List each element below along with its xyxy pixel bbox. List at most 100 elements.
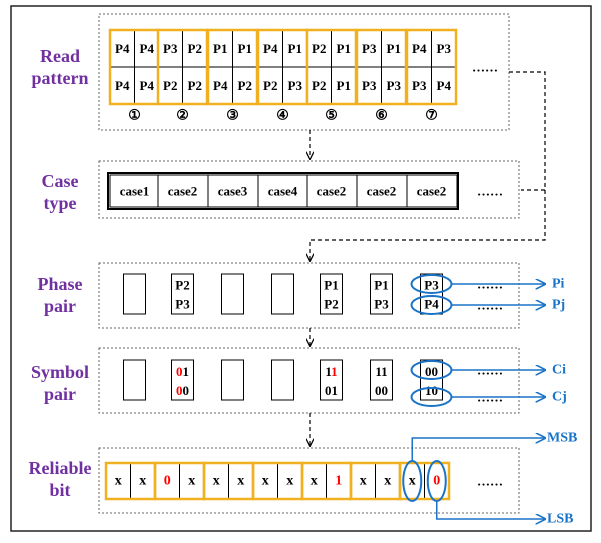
bit-value: x [262,474,269,489]
flow-arrow [310,190,546,261]
bit-value: x [409,474,416,489]
symbol-pair-digit: 0 [176,364,183,379]
symbol-pair-value: 01 [176,364,189,379]
symbol-pair-box [123,359,146,401]
read-group-number: ③ [226,109,239,124]
case-label: case4 [268,184,298,199]
lsb-label: LSB [547,512,573,527]
read-value: P1 [387,41,401,56]
read-value: P2 [188,41,202,56]
ellipsis: …… [472,60,498,75]
bit-value: x [311,474,318,489]
symbol-pair-box [320,359,343,401]
phase-pair-box [221,273,244,315]
flow-connector [509,71,546,191]
symbol-pair-digit: 0 [425,364,432,379]
symbol-pair-digit: 0 [176,383,183,398]
panel-symbol-pair [98,347,520,414]
ellipsis: …… [477,474,503,489]
symbol-pair-digit: 0 [432,364,439,379]
label-line: Case [41,171,79,191]
read-group-border [405,28,458,106]
label-symbol-pair: Symbol pair [14,361,106,405]
bit-value: x [115,474,122,489]
lsb-arrow [436,501,545,519]
symbol-pair-value: 00 [375,383,388,398]
symbol-pair-digit: 0 [432,383,439,398]
label-reliable-bit: Reliable bit [14,457,106,501]
label-line: Read [40,46,80,66]
read-value: P1 [337,78,351,93]
read-value: P1 [213,41,227,56]
bit-value: x [237,474,244,489]
case-box [207,174,259,208]
symbol-pair-digit: 0 [183,383,190,398]
panel-case-type [98,160,520,219]
phase-pair-box [271,273,294,315]
case-box [157,174,209,208]
symbol-pair-digit: 0 [382,383,389,398]
label-line: Symbol [30,362,90,382]
symbol-pair-digit: 0 [375,383,382,398]
label-line: bit [49,480,71,500]
symbol-pair-value: 11 [375,364,387,379]
symbol-pair-value: 10 [425,383,438,398]
phase-pair-value: P3 [424,278,439,293]
phase-pair-box [123,273,146,315]
bit-value: 0 [433,474,440,489]
read-value: P3 [362,78,377,93]
label-phase-pair: Phase pair [14,273,106,317]
symbol-pair-value: 00 [176,383,189,398]
read-group-number: ⑤ [325,109,338,124]
case-label: case3 [218,184,248,199]
read-group-number: ④ [276,109,289,124]
read-value: P3 [412,78,427,93]
case-box [257,174,309,208]
case-label: case2 [367,184,397,199]
phase-pair-box [320,273,343,315]
symbol-pair-value: 00 [425,364,438,379]
read-value: P4 [140,41,155,56]
read-value: P4 [412,41,427,56]
read-value: P3 [387,78,402,93]
symbol-pair-digit: 1 [183,364,190,379]
phase-pair-value: P3 [175,297,190,312]
symbol-pair-box [271,359,294,401]
symbol-pair-box [171,359,194,401]
read-group-number: ⑦ [425,109,438,124]
read-value: P1 [288,41,302,56]
bit-value: x [384,474,391,489]
read-value: P3 [362,41,377,56]
symbol-pair-digit: 1 [381,364,388,379]
bit-value: 1 [335,474,342,489]
read-value: P2 [188,78,202,93]
pi-label: Pi [552,277,565,292]
case-row-border [107,172,459,210]
panel-phase-pair [98,262,520,329]
bit-cell [326,462,352,500]
symbol-pair-box [221,359,244,401]
ellipsis: …… [477,184,503,199]
symbol-pair-digit: 1 [425,383,432,398]
bit-value: x [213,474,220,489]
case-label: case2 [317,184,347,199]
label-line: Reliable [28,458,92,478]
ci-label: Ci [552,363,566,378]
phase-pair-value: P2 [175,278,189,293]
symbol-pair-digit: 0 [325,383,332,398]
read-value: P4 [140,78,155,93]
symbol-pair-digit: 1 [325,364,331,379]
msb-arrow [411,438,545,461]
bit-value: 0 [164,474,171,489]
symbol-pair-digit: 1 [375,364,381,379]
label-line: pair [43,384,76,404]
phase-pair-box [370,273,393,315]
read-value: P3 [163,41,178,56]
case-box [109,174,161,208]
bit-value: x [139,474,146,489]
read-value: P4 [437,78,452,93]
symbol-pair-value: 01 [325,383,338,398]
msb-label: MSB [547,431,577,446]
read-value: P3 [437,41,452,56]
